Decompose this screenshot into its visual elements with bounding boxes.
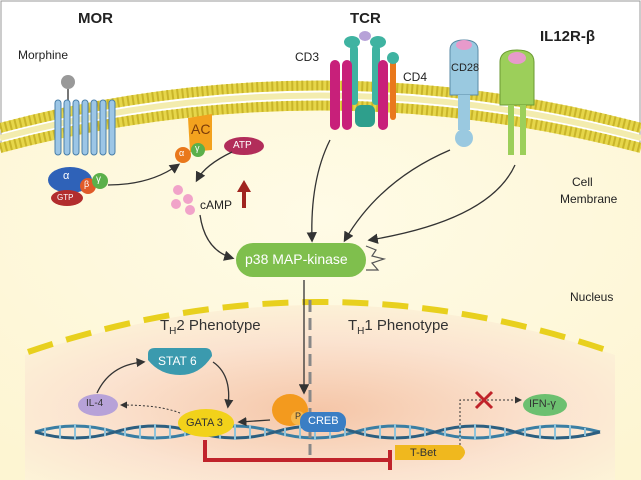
g-gamma-label: γ: [96, 174, 101, 185]
ac-alpha-label: α: [179, 148, 185, 158]
arrow-stat6-gata3: [212, 361, 234, 409]
gata3-label: GATA 3: [186, 417, 223, 429]
nuclear-membrane: [27, 299, 613, 355]
arrow-creb-gata3: [237, 417, 271, 427]
ac-label: AC: [191, 121, 211, 137]
block-x-mark: [474, 390, 494, 410]
cd28-receptor: [449, 39, 479, 147]
creb-label: CREB: [308, 415, 339, 427]
il12r-receptor: [499, 49, 535, 155]
creb-node: [300, 412, 346, 432]
p38-map-kinase-node: [236, 243, 366, 277]
ifng-label: IFN-γ: [529, 398, 556, 410]
arrow-il4-stat6: [96, 358, 146, 394]
cell-label: Cell: [572, 175, 593, 189]
arrow-gata3-il4: [120, 401, 181, 414]
nucleus-label: Nucleus: [570, 290, 614, 304]
th1-label: TH1 Phenotype: [348, 317, 449, 337]
p38-label: p38 MAP-kinase: [245, 251, 348, 267]
il12r-label: IL12R-β: [540, 28, 595, 45]
arrow-tcr-p38: [306, 139, 331, 243]
morphine-label: Morphine: [18, 48, 69, 62]
g-alpha-label: α: [63, 170, 70, 182]
dna-helix: [34, 424, 601, 440]
arrow-cd28-p38: [343, 149, 451, 243]
cd4-label: CD4: [403, 70, 428, 84]
stat6-node: [148, 348, 212, 375]
mor-receptor: [54, 75, 116, 156]
il4-node: [78, 394, 118, 416]
il4-label: IL-4: [86, 398, 104, 409]
tbet-node: [395, 445, 465, 460]
g-beta-label: β: [84, 179, 90, 189]
tcr-label: TCR: [350, 10, 381, 27]
activation-star: [365, 245, 387, 271]
cell-membrane: [0, 80, 641, 153]
camp-label: cAMP: [200, 198, 233, 212]
th2-label: TH2 Phenotype: [160, 317, 261, 337]
arrow-il12r-p38: [367, 164, 516, 244]
inhibition-line: [203, 440, 390, 462]
cd3-label: CD3: [295, 50, 320, 64]
creb-p-label: P: [295, 411, 302, 421]
membrane-label: Membrane: [560, 192, 618, 206]
cd28-label: CD28: [451, 62, 480, 74]
arrow-atp-camp: [195, 151, 233, 183]
nucleus-region: [25, 305, 615, 480]
arrow-camp-p38: [199, 214, 235, 261]
tcr-complex: [330, 31, 399, 130]
ac-gamma-label: γ: [195, 143, 200, 153]
camp-molecules: [171, 185, 195, 215]
arrow-mor-ac: [107, 163, 181, 186]
gtp-label: GTP: [57, 193, 74, 202]
gata3-node: [178, 409, 234, 437]
morphine-molecule: [61, 75, 75, 89]
stat6-label: STAT 6: [158, 354, 197, 368]
tbet-label: T-Bet: [410, 447, 437, 459]
atp-label: ATP: [233, 140, 252, 151]
mor-label: MOR: [78, 10, 113, 27]
ifng-node: [523, 394, 567, 416]
arrow-tbet-ifng: [459, 396, 522, 445]
atp-node: [224, 137, 264, 155]
g-protein: [48, 167, 108, 206]
adenylyl-cyclase: [175, 114, 212, 163]
